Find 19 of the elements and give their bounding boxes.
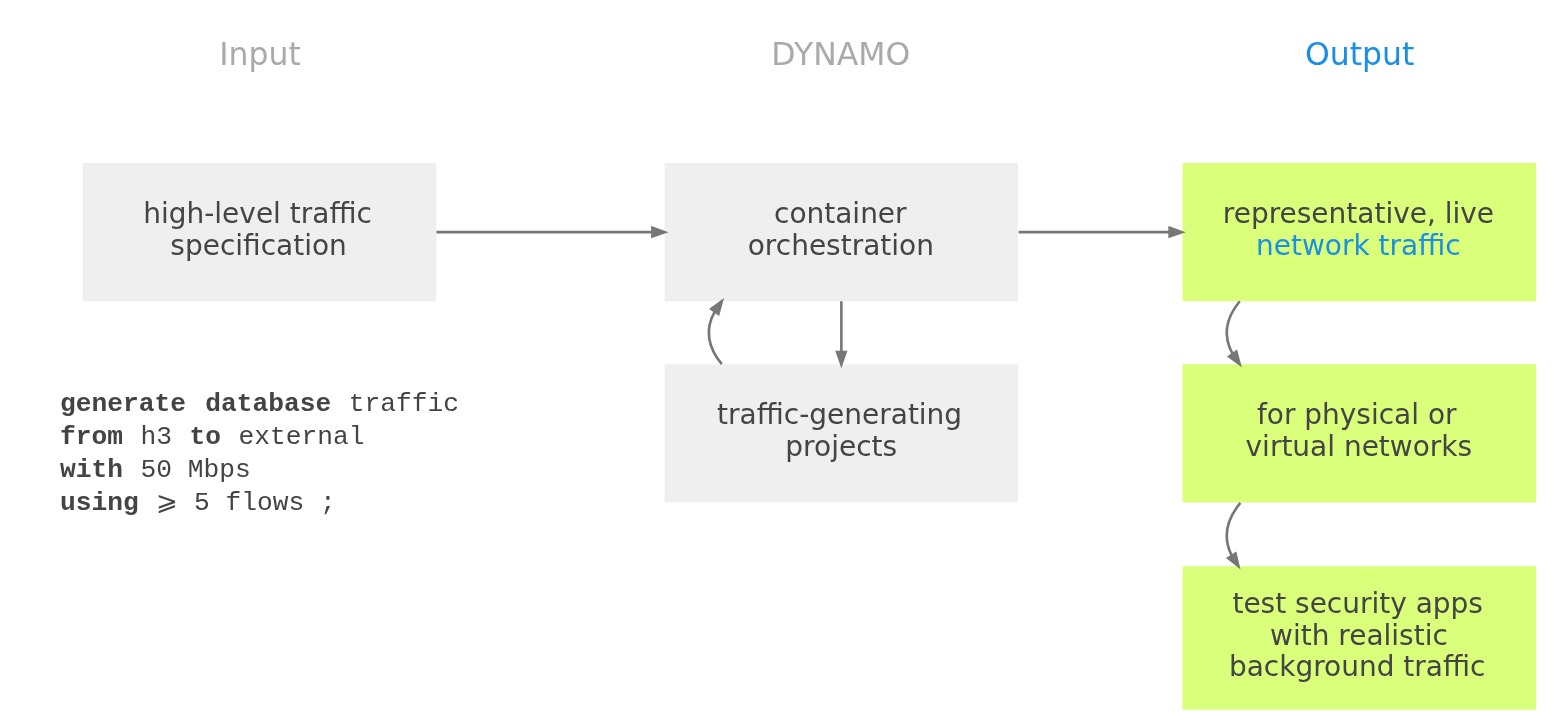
label: with 50 Mbps (60, 455, 251, 486)
node-box: test security apps with realistic background traffic (1182, 566, 1536, 710)
label: from h3 to external (60, 421, 365, 452)
arrow (1225, 300, 1242, 368)
arrow (835, 301, 848, 369)
node-box: representative, live network traffic (1182, 163, 1536, 302)
arrow (436, 226, 669, 239)
label: DYNAMO (771, 35, 911, 72)
node-box: for physical or virtual networks (1182, 364, 1536, 503)
arrow (1018, 226, 1186, 239)
arrow (707, 298, 725, 365)
label: Output (1305, 35, 1415, 72)
node-box: traffic-generating projects (664, 364, 1019, 503)
node-box: high-level traffic specification (82, 163, 437, 302)
label: using ⩾ 5 flows ; (60, 488, 336, 519)
label: generate database traffic (60, 388, 460, 419)
node-box: container orchestration (664, 163, 1019, 302)
arrow (1225, 502, 1242, 570)
label: Input (219, 35, 301, 72)
